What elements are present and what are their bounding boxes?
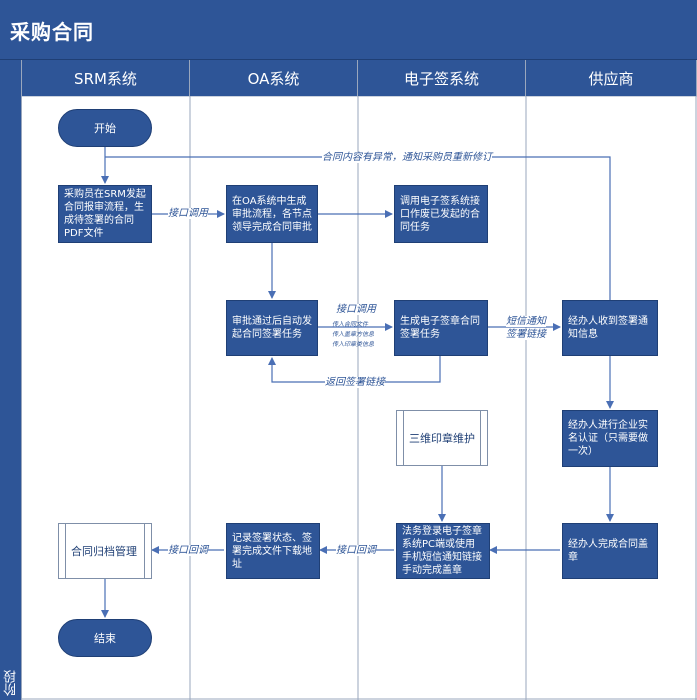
phase-sidebar: 阶段 xyxy=(0,60,22,700)
esign-create-task: 生成电子签章合同签署任务 xyxy=(394,300,488,356)
esign-api-void: 调用电子签系统接口作废已发起的合同任务 xyxy=(394,185,488,243)
edge-label-sms-notify-1: 短信通知 xyxy=(506,316,546,327)
edge-label-return-link: 返回签署链接 xyxy=(325,377,385,388)
seal-maintenance-doc: 三维印章维护 xyxy=(396,410,488,466)
edge-label-api-call-2: 接口调用 xyxy=(336,304,376,315)
edge-label-api-call-1: 接口调用 xyxy=(168,208,208,219)
edge-label-callback-2: 接口回调 xyxy=(168,545,208,556)
diagram-title-bar: 采购合同 xyxy=(0,0,697,60)
lane-header-oa: OA系统 xyxy=(190,60,358,96)
supplier-receive-notice: 经办人收到签署通知信息 xyxy=(562,300,658,356)
srm-create-contract: 采购员在SRM发起合同报审流程，生成待签署的合同PDF文件 xyxy=(58,185,152,243)
oa-approved-start-sign: 审批通过后自动发起合同签署任务 xyxy=(226,300,318,356)
diagram-title: 采购合同 xyxy=(10,20,94,44)
supplier-real-name-auth: 经办人进行企业实名认证（只需要做一次） xyxy=(562,410,658,467)
contract-archive-doc: 合同归档管理 xyxy=(58,523,152,579)
end-node: 结束 xyxy=(58,619,152,657)
lane-header-supplier: 供应商 xyxy=(526,60,697,96)
edge-label-api-detail-3: 传入印章类信息 xyxy=(332,341,375,348)
supplier-complete-seal: 经办人完成合同盖章 xyxy=(562,523,658,579)
edge-label-abnormal: 合同内容有异常，通知采购员重新修订 xyxy=(322,152,492,163)
esign-manual-seal: 法务登录电子签章系统PC端或使用手机短信通知链接手动完成盖章 xyxy=(396,523,490,579)
lane-header-esign: 电子签系统 xyxy=(358,60,526,96)
phase-label: 阶段 xyxy=(4,670,19,696)
edge-label-callback-1: 接口回调 xyxy=(336,545,376,556)
oa-create-approval: 在OA系统中生成审批流程，各节点领导完成合同审批 xyxy=(226,185,318,243)
edge-label-api-detail-2: 传入盖章方信息 xyxy=(332,331,375,338)
edge-label-sms-notify-2: 签署链接 xyxy=(506,329,546,340)
edge-abnormal-return xyxy=(105,156,611,300)
lane-header-srm: SRM系统 xyxy=(22,60,190,96)
edge-label-api-detail-1: 传入合同文件 xyxy=(332,321,369,328)
start-node: 开始 xyxy=(58,109,152,147)
oa-record-status: 记录签署状态、签署完成文件下载地址 xyxy=(226,523,320,579)
